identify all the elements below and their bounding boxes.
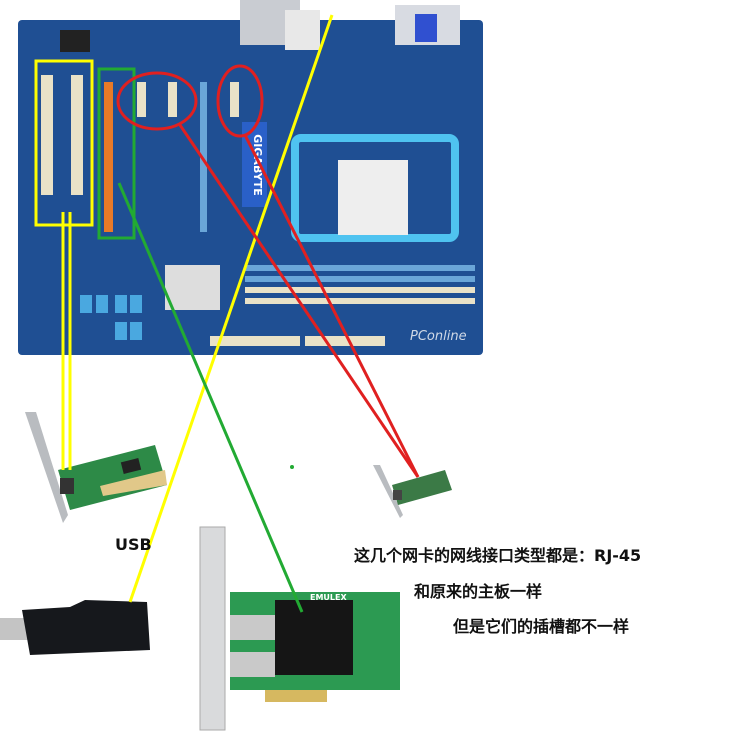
pcie-x16-slot-highlight xyxy=(97,67,136,240)
pcie-x1-connector-line xyxy=(243,134,420,478)
pcie-x16-connector-line xyxy=(117,182,304,613)
stray-dot xyxy=(290,465,294,469)
card-brand-text: EMULEX xyxy=(310,593,347,602)
note-line-1: 这几个网卡的网线接口类型都是：RJ-45 xyxy=(354,546,642,565)
usb-connector-line xyxy=(128,14,334,603)
usb-label: USB xyxy=(115,535,152,554)
board-brand-text: GIGABYTE xyxy=(251,134,264,195)
pcie-x8-fiber-card: EMULEX xyxy=(199,526,400,731)
motherboard-photo: GIGABYTE PConline xyxy=(18,0,483,355)
pcie-x1-network-card xyxy=(373,465,452,518)
pci-network-card xyxy=(25,412,167,523)
note-line-3: 但是它们的插槽都不一样 xyxy=(453,617,630,636)
pcie-x1-slot-highlight xyxy=(216,64,264,138)
usb-network-adapter xyxy=(0,600,150,655)
pcie-x1-connector-line xyxy=(178,124,420,478)
pcie-x1-slots-highlight xyxy=(116,71,198,131)
watermark-text: PConline xyxy=(410,329,467,344)
note-line-2: 和原来的主板一样 xyxy=(414,582,543,601)
